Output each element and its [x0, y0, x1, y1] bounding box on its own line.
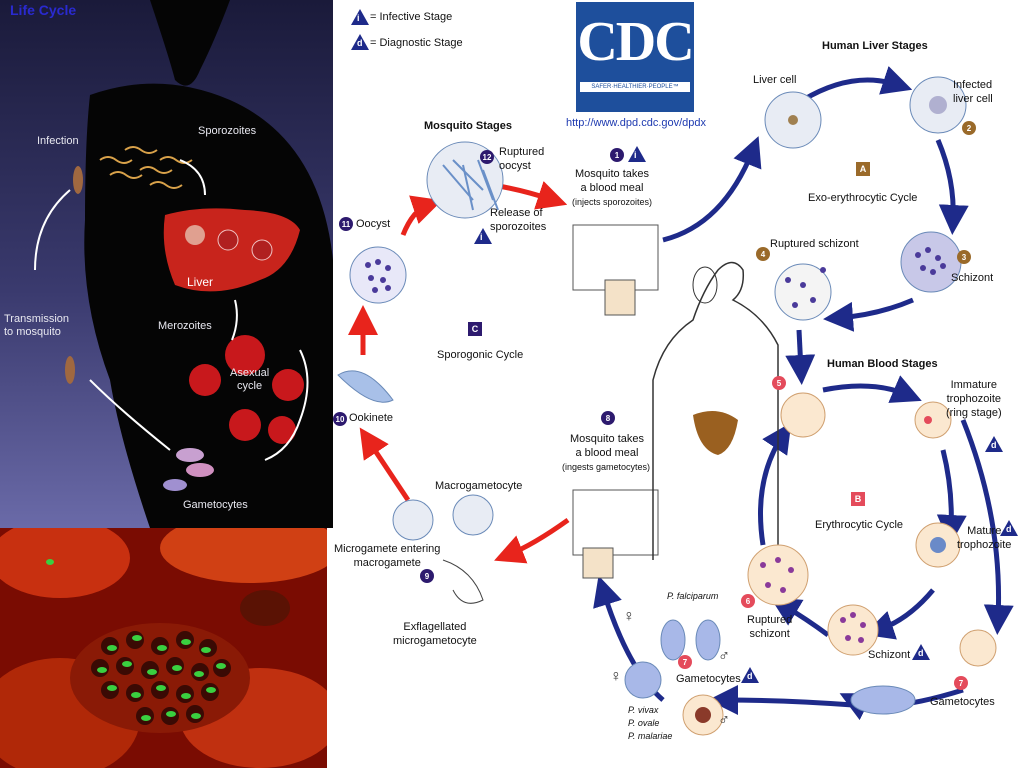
dpdx-link[interactable]: http://www.dpd.cdc.gov/dpdx: [566, 117, 707, 129]
human-liver-stages-heading: Human Liver Stages: [822, 40, 928, 52]
microscopy-image: [0, 528, 327, 768]
stage-5-badge: 5: [772, 376, 786, 390]
sporogonic-cycle-label: Sporogonic Cycle: [437, 349, 524, 361]
stage-8-badge: 8: [601, 411, 615, 425]
stage-7-badge: 7: [678, 655, 692, 669]
stage-9-label: Microgamete entering macrogamete: [334, 543, 441, 569]
stage-12-label: Ruptured oocyst: [499, 146, 545, 172]
stage-12-badge: 12: [480, 150, 494, 164]
cycle-a-marker: A: [856, 162, 870, 176]
male-symbol-2: ♂: [718, 712, 730, 729]
stage-2-badge: 2: [962, 121, 976, 135]
release-sporozoites-label: Release of sporozoites: [490, 207, 547, 233]
infection-label: Infection: [37, 135, 79, 147]
life-cycle-title: Life Cycle: [10, 2, 77, 18]
liver-cell-label: Liver cell: [753, 74, 797, 86]
stage-3-badge: 3: [957, 250, 971, 264]
p-species-label: P. vivax P. ovale P. malariae: [628, 705, 673, 741]
schizont-diagnostic-icon: d: [912, 644, 930, 662]
merozoites-label: Merozoites: [158, 320, 212, 332]
cycle-b-marker: B: [851, 492, 865, 506]
sporozoites-label: Sporozoites: [198, 125, 257, 137]
p-falciparum-label: P. falciparum: [667, 591, 719, 601]
release-infective-icon: i: [474, 228, 492, 246]
asexual-cycle-label: Asexual cycle: [230, 367, 270, 392]
exflagellated-label: Exflagellated microgametocyte: [393, 621, 477, 647]
gametocytes-label-left: Gametocytes: [183, 499, 248, 511]
cycle-c-marker: C: [468, 322, 482, 336]
stage-8-sublabel: (ingests gametocytes): [562, 462, 651, 472]
life-cycle-illustration: Life Cycle Infection Sporozoites Liver M…: [0, 0, 333, 528]
transmission-label: Transmission to mosquito: [4, 313, 69, 338]
stage-10-badge: 10: [333, 412, 347, 426]
stage-7-badge-right: 7: [954, 676, 968, 690]
gametocytes-label-right: Gametocytes: [930, 696, 995, 708]
stage-8-label: Mosquito takes a blood meal: [570, 433, 644, 459]
stage-6-badge: 6: [741, 594, 755, 608]
stage-1-label: Mosquito takes a blood meal: [575, 168, 649, 194]
stage-1-badge: 1: [610, 148, 624, 162]
human-blood-stages-heading: Human Blood Stages: [827, 358, 938, 370]
stage-10-label: Ookinete: [349, 412, 394, 424]
macrogametocyte-label: Macrogametocyte: [435, 480, 523, 492]
stage-3-label: Schizont: [951, 272, 994, 284]
stage-7-label: Gametocytes: [676, 673, 741, 685]
stage-6-label: Ruptured schizont: [747, 614, 793, 640]
stage-2-label: Infected liver cell: [953, 79, 993, 105]
blood-schizont-label: Schizont: [868, 649, 911, 661]
stage-4-label: Ruptured schizont: [770, 238, 859, 250]
stage-1-sublabel: (injects sporozoites): [572, 197, 653, 207]
erythrocytic-cycle-label: Erythrocytic Cycle: [815, 519, 904, 531]
female-symbol-2: ♀: [610, 668, 622, 685]
gametocytes-diagnostic-icon: d: [741, 667, 759, 685]
stage-9-badge: 9: [420, 569, 434, 583]
cdc-tagline: SAFER·HEALTHIER·PEOPLE™: [580, 82, 690, 92]
diagnostic-stage-label: = Diagnostic Stage: [370, 37, 463, 49]
body-silhouette: [34, 0, 333, 528]
diagnostic-stage-symbol: d: [349, 32, 371, 52]
immature-trophozoite-label: Immature trophozoite (ring stage): [946, 379, 1002, 419]
stage-1-infective-icon: i: [628, 146, 646, 164]
mosquito-stages-heading: Mosquito Stages: [424, 120, 513, 132]
cdc-logo: CDC SAFER·HEALTHIER·PEOPLE™: [576, 2, 695, 112]
liver-label: Liver: [187, 275, 214, 289]
exo-erythrocytic-label: Exo-erythrocytic Cycle: [808, 192, 918, 204]
stage-11-label: Oocyst: [356, 218, 391, 230]
cdc-life-cycle-diagram: [337, 66, 1014, 736]
mature-trophozoite-label: Mature trophozoite: [957, 525, 1012, 551]
male-symbol: ♂: [718, 648, 730, 665]
stage-11-badge: 11: [339, 217, 353, 231]
infective-stage-label: = Infective Stage: [370, 11, 453, 23]
female-symbol: ♀: [623, 608, 635, 625]
stage-4-badge: 4: [756, 247, 770, 261]
cdc-logo-text: CDC: [577, 11, 694, 73]
immature-diagnostic-icon: d: [985, 436, 1003, 454]
mature-diagnostic-icon: d: [1000, 520, 1018, 538]
infective-stage-symbol: i: [349, 7, 371, 27]
